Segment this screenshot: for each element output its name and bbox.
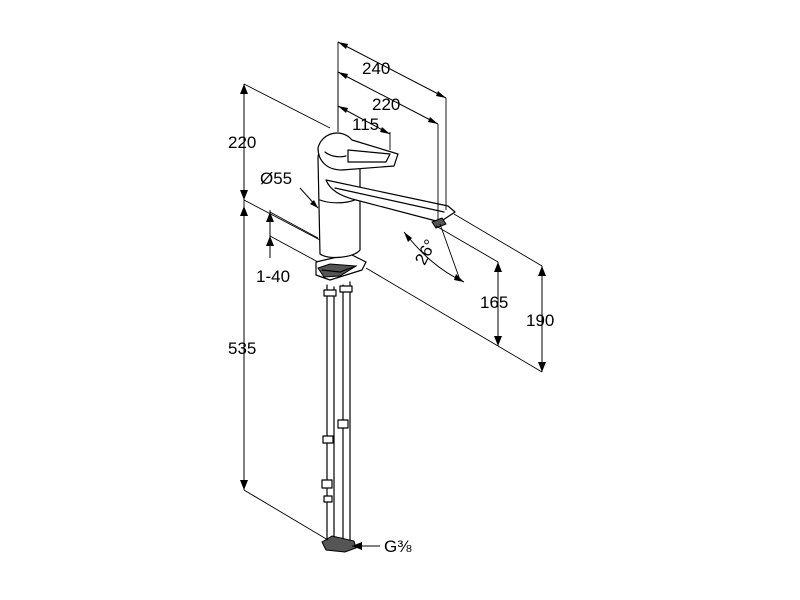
label-total-depth: 240 — [362, 59, 390, 78]
dimension-220-height — [240, 83, 331, 241]
dimension-1-40 — [266, 210, 319, 263]
dimension-115 — [337, 105, 391, 150]
spout — [325, 179, 456, 229]
label-head-height: 220 — [228, 133, 256, 152]
label-below-counter: 535 — [228, 339, 256, 358]
label-lever-length: 115 — [352, 115, 379, 134]
dimension-angle — [403, 223, 465, 283]
label-outlet-height: 165 — [480, 293, 508, 312]
faucet-body — [315, 132, 456, 553]
dimension-165 — [365, 225, 502, 347]
dimension-535 — [240, 200, 329, 541]
label-connection-thread: G⅜ — [384, 537, 412, 556]
label-spout-reach: 220 — [372, 95, 400, 114]
label-spout-angle: 26° — [411, 236, 440, 268]
label-spout-height: 190 — [526, 311, 554, 330]
lever-handle — [317, 132, 399, 171]
dimension-190 — [453, 213, 546, 373]
label-mounting-thickness: 1-40 — [256, 267, 290, 286]
label-base-diameter: Ø55 — [260, 169, 292, 188]
dimension-thread — [352, 542, 380, 550]
dimension-diameter — [299, 187, 319, 209]
dimension-220-reach — [337, 70, 439, 220]
supply-hoses — [321, 281, 357, 553]
base-plate — [315, 253, 367, 281]
